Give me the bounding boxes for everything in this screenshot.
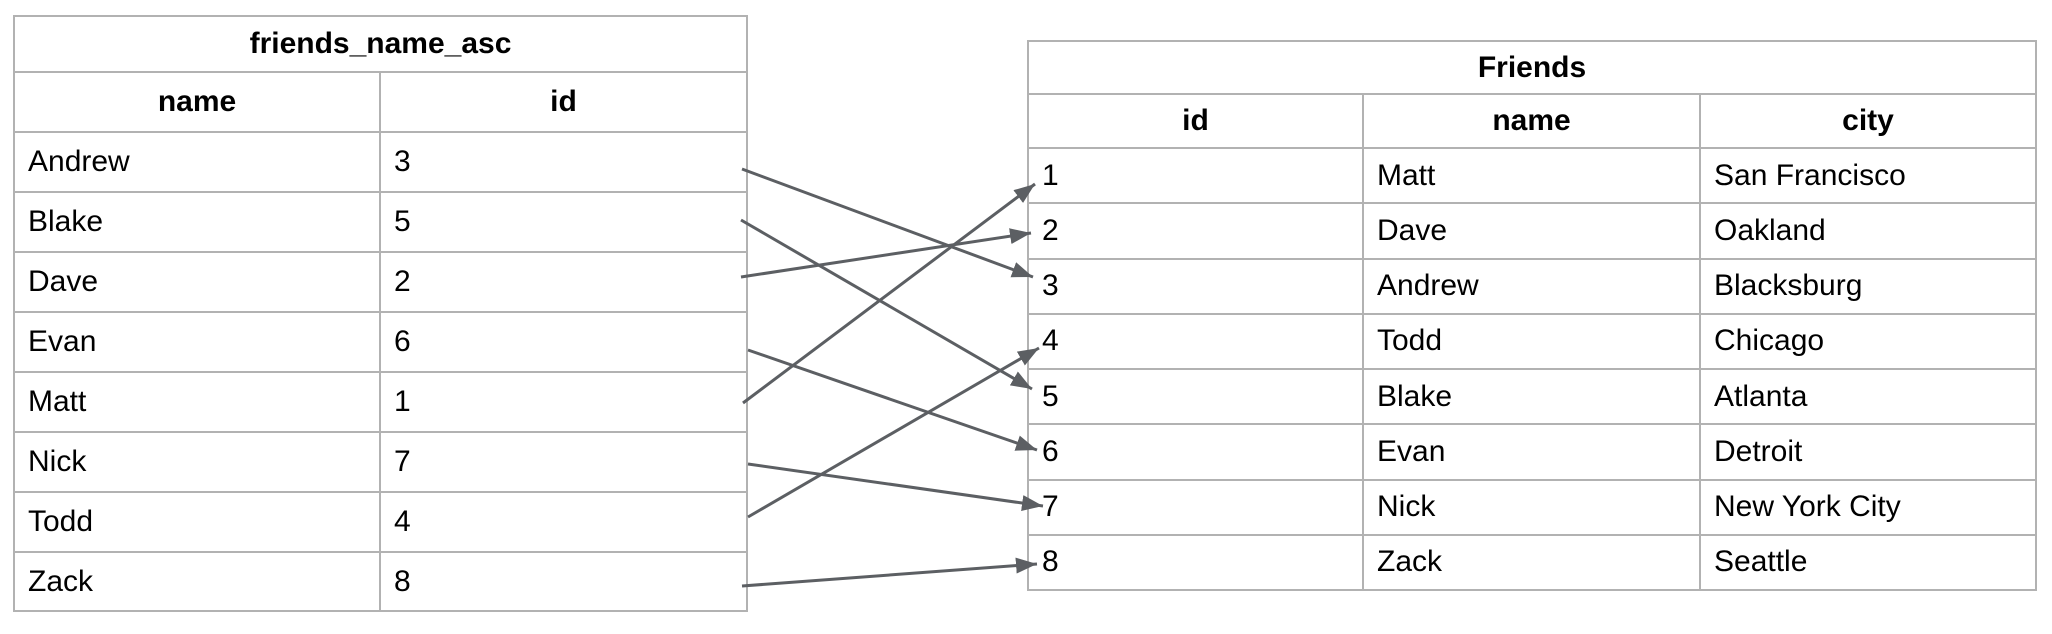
table-cell-name: Andrew: [15, 133, 381, 191]
column-header-id: id: [550, 85, 577, 118]
table-cell-name: Dave: [1364, 204, 1701, 258]
table-cell-city: New York City: [1714, 490, 1901, 524]
table-cell-city: Seattle: [1714, 545, 1808, 579]
table-header-row: name id: [15, 73, 746, 133]
arrow-matt-to-id-1: [742, 182, 1036, 405]
table-title: Friends: [1477, 50, 1587, 84]
table-cell-id: 2: [1029, 204, 1364, 258]
table-cell-id: 1: [1029, 149, 1364, 203]
table-row: Evan 6: [15, 313, 746, 373]
table-cell-name: Andrew: [1364, 259, 1701, 313]
table-title-row: friends_name_asc: [15, 17, 746, 73]
table-cell-name: Evan: [1364, 425, 1701, 479]
table-row: Matt 1: [15, 373, 746, 433]
column-header-city: city: [1842, 104, 1894, 137]
column-header-name: name: [1364, 95, 1701, 147]
table-cell-name: Dave: [15, 253, 381, 311]
table-row: Blake 5: [15, 193, 746, 253]
table-cell-name: Matt: [1364, 149, 1701, 203]
table-row: Nick 7: [15, 433, 746, 493]
table-cell-city: San Francisco: [1714, 158, 1906, 192]
column-header-id: id: [1029, 95, 1364, 147]
table-cell-name: Evan: [15, 313, 381, 371]
table-cell-id: 4: [1029, 314, 1364, 368]
table-cell-id: 2: [394, 265, 411, 298]
column-header-name: name: [15, 73, 381, 131]
arrow-nick-to-id-7: [747, 462, 1044, 511]
table-title: friends_name_asc: [249, 27, 512, 60]
table-cell-id: 3: [394, 145, 411, 178]
table-cell-id: 8: [1029, 535, 1364, 589]
table-cell-name: Todd: [1364, 314, 1701, 368]
table-cell-name: Matt: [15, 373, 381, 431]
table-cell-name: Blake: [1364, 370, 1701, 424]
table-cell-name: Nick: [1364, 480, 1701, 534]
arrow-zack-to-id-8: [741, 557, 1038, 588]
arrow-evan-to-id-6: [747, 348, 1038, 452]
table-cell-name: Todd: [15, 493, 381, 551]
table-cell-id: 6: [1029, 425, 1364, 479]
table-title-row: Friends: [1029, 42, 2035, 95]
table-row: Andrew 3: [15, 133, 746, 193]
table-cell-id: 4: [394, 505, 411, 538]
table-cell-id: 3: [1029, 259, 1364, 313]
arrow-todd-to-id-4: [747, 346, 1040, 519]
table-row: Zack 8: [15, 553, 746, 610]
table-cell-id: 7: [394, 445, 411, 478]
table-cell-name: Nick: [15, 433, 381, 491]
table-cell-id: 7: [1029, 480, 1364, 534]
table-cell-id: 6: [394, 325, 411, 358]
table-cell-name: Blake: [15, 193, 381, 251]
arrow-dave-to-id-2: [740, 228, 1032, 279]
table-cell-id: 8: [394, 564, 411, 598]
table-cell-name: Zack: [1364, 535, 1701, 589]
table-row: Todd 4: [15, 493, 746, 553]
table-row: Dave 2: [15, 253, 746, 313]
table-cell-name: Zack: [15, 553, 381, 610]
table-cell-id: 5: [394, 205, 411, 238]
table-cell-id: 1: [394, 385, 411, 418]
arrow-blake-to-id-5: [740, 218, 1033, 391]
table-cell-city: Chicago: [1714, 324, 1825, 358]
table-cell-city: Blacksburg: [1714, 269, 1863, 303]
table-cell-city: Oakland: [1714, 213, 1826, 247]
table-cell-city: Detroit: [1714, 434, 1803, 468]
table-cell-id: 5: [1029, 370, 1364, 424]
table-cell-city: Atlanta: [1714, 379, 1808, 413]
arrow-andrew-to-id-3: [741, 167, 1034, 279]
